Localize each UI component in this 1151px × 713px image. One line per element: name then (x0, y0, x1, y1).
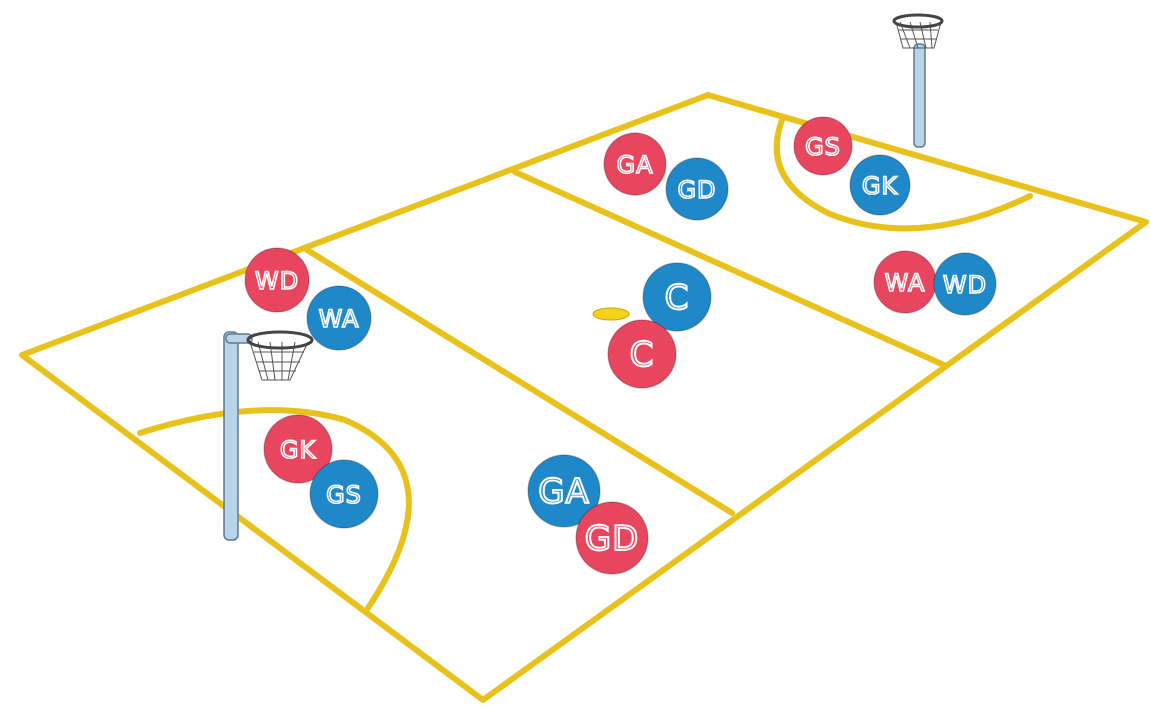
player-label: C (665, 278, 690, 318)
player-label: GA (538, 472, 590, 512)
goal-post-right (894, 15, 942, 147)
goal-ring-left (248, 332, 312, 348)
court-outline (22, 95, 1146, 700)
player-blue-c: C (643, 263, 711, 331)
player-label: GK (280, 436, 317, 464)
player-label: WD (943, 271, 987, 299)
player-label: GD (585, 519, 640, 559)
player-blue-wa-left: WA (307, 286, 371, 350)
player-red-ga-right: GA (604, 133, 666, 195)
player-label: WA (319, 305, 360, 333)
player-label: GS (326, 481, 362, 509)
goal-post-pole-right (914, 44, 925, 147)
player-blue-gs-left: GS (310, 460, 378, 528)
player-label: GD (677, 176, 716, 204)
goal-ring-right (894, 15, 942, 27)
player-blue-gd-right: GD (666, 158, 728, 220)
player-red-wd: WD (245, 248, 309, 312)
player-red-wa-right: WA (874, 251, 936, 313)
player-blue-gk-right: GK (850, 155, 910, 215)
players: WD WA GK GS GA GD CC GA GD GS GK WA WD (245, 117, 996, 574)
player-red-c: C (608, 320, 676, 388)
player-label: WD (255, 267, 299, 295)
player-blue-wd-right: WD (934, 253, 996, 315)
player-label: GA (616, 151, 653, 179)
player-red-gs-right: GS (794, 117, 852, 175)
player-label: GK (862, 172, 899, 200)
player-label: GS (805, 133, 841, 161)
player-label: WA (885, 269, 926, 297)
player-label: C (630, 335, 655, 375)
centre-circle (593, 308, 629, 320)
goal-post-pole-left (224, 332, 238, 540)
player-red-gd-left: GD (576, 502, 648, 574)
